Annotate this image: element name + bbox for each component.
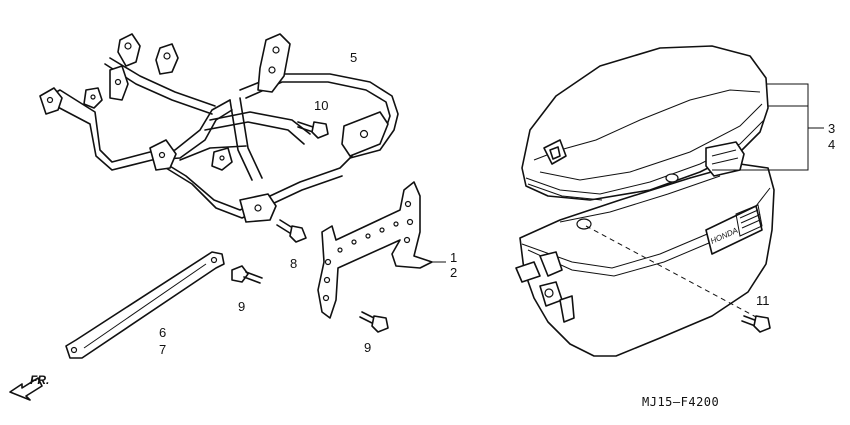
callout-3: 3: [828, 121, 835, 136]
stay-bar: [65, 251, 225, 359]
bolt-10: [297, 121, 329, 139]
callout-4: 4: [828, 137, 835, 152]
forward-label: FR.: [30, 373, 49, 387]
callout-9-right: 9: [364, 340, 371, 355]
pipe-stay-frame: [39, 33, 399, 223]
callout-5: 5: [350, 50, 357, 65]
bolt-8: [276, 219, 307, 243]
part-code: MJ15—F4200: [642, 395, 719, 409]
bolt-11: [741, 315, 771, 333]
connection-line: [585, 225, 759, 319]
callout-6: 6: [159, 325, 166, 340]
callout-11: 11: [756, 293, 770, 308]
callout-1: 1: [450, 250, 457, 265]
forward-arrow-icon: [9, 377, 43, 401]
callout-10: 10: [314, 98, 328, 113]
bolt-9-left: [231, 265, 263, 284]
bolt-9-right: [359, 311, 389, 333]
saddlebag-case: HONDA: [515, 141, 775, 357]
callout-7: 7: [159, 342, 166, 357]
callout-8: 8: [290, 256, 297, 271]
callout-2: 2: [450, 265, 457, 280]
callout-9-left: 9: [238, 299, 245, 314]
leader-3-4: [712, 83, 824, 171]
case-bracket: [317, 181, 446, 319]
